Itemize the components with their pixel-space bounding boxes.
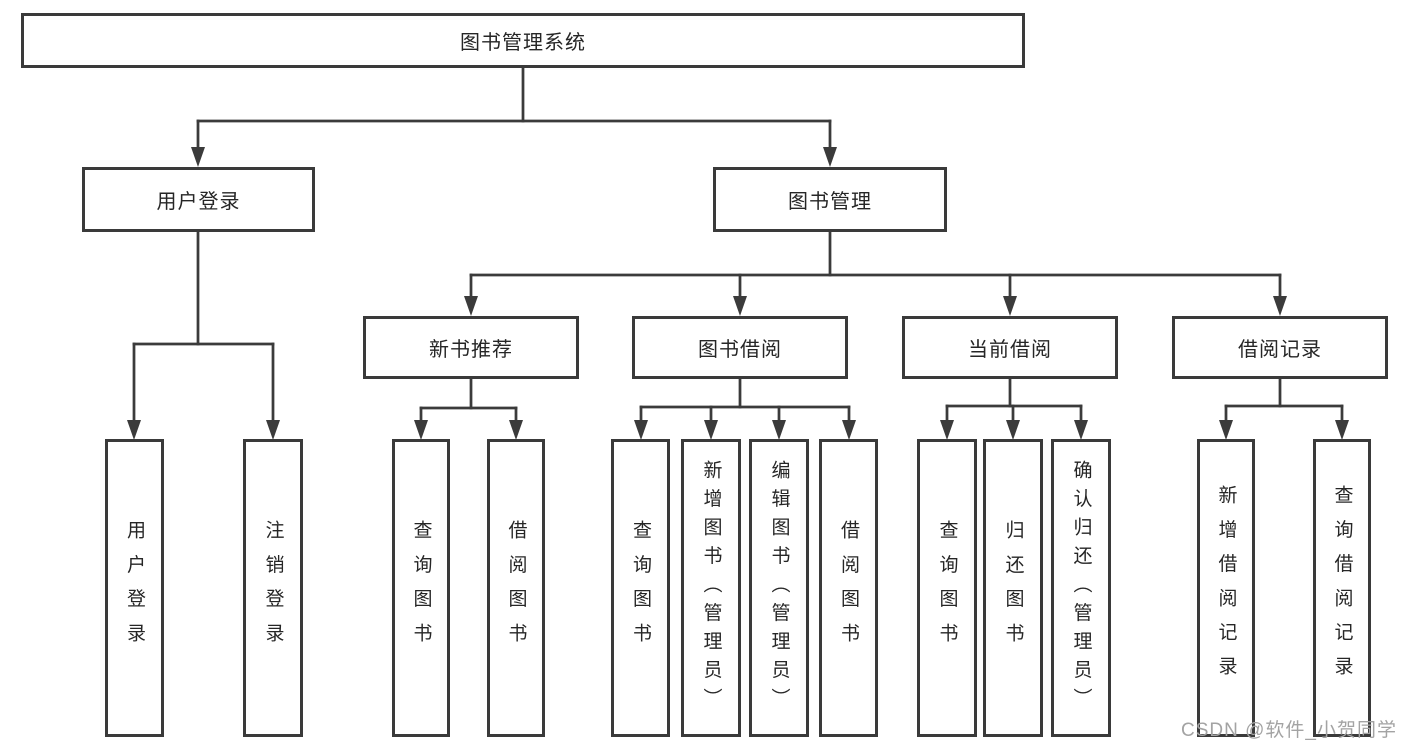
- node-label: 新书推荐: [429, 339, 513, 361]
- node-label: 图书管理: [788, 191, 872, 213]
- node-label: 编辑图书（管理员）: [768, 459, 790, 717]
- node-leaf-borrow-books-1: 借阅图书: [487, 439, 545, 737]
- node-book-borrow: 图书借阅: [632, 316, 848, 379]
- node-leaf-add-books-admin: 新增图书（管理员）: [681, 439, 741, 737]
- node-leaf-query-borrow-record: 查询借阅记录: [1313, 439, 1371, 737]
- node-label: 图书管理系统: [460, 32, 586, 54]
- node-label: 新增图书（管理员）: [700, 459, 722, 717]
- node-leaf-query-books-1: 查询图书: [392, 439, 450, 737]
- node-system-root: 图书管理系统: [21, 13, 1025, 68]
- csdn-watermark: CSDN @软件_小贺同学: [1181, 720, 1397, 741]
- node-label: 查询图书: [410, 519, 432, 657]
- node-current-borrow: 当前借阅: [902, 316, 1118, 379]
- node-leaf-query-books-2: 查询图书: [611, 439, 670, 737]
- node-leaf-user-login: 用户登录: [105, 439, 164, 737]
- node-book-management: 图书管理: [713, 167, 947, 232]
- node-label: 借阅图书: [838, 519, 859, 657]
- node-label: 用户登录: [124, 519, 145, 657]
- node-label: 查询图书: [630, 519, 651, 657]
- node-leaf-query-books-3: 查询图书: [917, 439, 977, 737]
- node-label: 新增借阅记录: [1215, 485, 1237, 691]
- node-leaf-return-books: 归还图书: [983, 439, 1043, 737]
- node-label: 借阅图书: [505, 519, 527, 657]
- node-leaf-add-borrow-record: 新增借阅记录: [1197, 439, 1255, 737]
- node-label: 确认归还（管理员）: [1070, 459, 1092, 717]
- node-label: 查询图书: [936, 519, 958, 657]
- node-label: 当前借阅: [968, 339, 1052, 361]
- node-leaf-borrow-books-2: 借阅图书: [819, 439, 878, 737]
- node-leaf-edit-books-admin: 编辑图书（管理员）: [749, 439, 809, 737]
- node-leaf-logout: 注销登录: [243, 439, 303, 737]
- node-label: 注销登录: [262, 519, 284, 657]
- node-user-login: 用户登录: [82, 167, 315, 232]
- node-label: 图书借阅: [698, 339, 782, 361]
- node-label: 归还图书: [1002, 519, 1024, 657]
- node-new-book-recommend: 新书推荐: [363, 316, 579, 379]
- node-label: 借阅记录: [1238, 339, 1322, 361]
- node-label: 查询借阅记录: [1331, 485, 1353, 691]
- node-leaf-confirm-return-admin: 确认归还（管理员）: [1051, 439, 1111, 737]
- node-label: 用户登录: [156, 191, 241, 213]
- node-borrow-records: 借阅记录: [1172, 316, 1388, 379]
